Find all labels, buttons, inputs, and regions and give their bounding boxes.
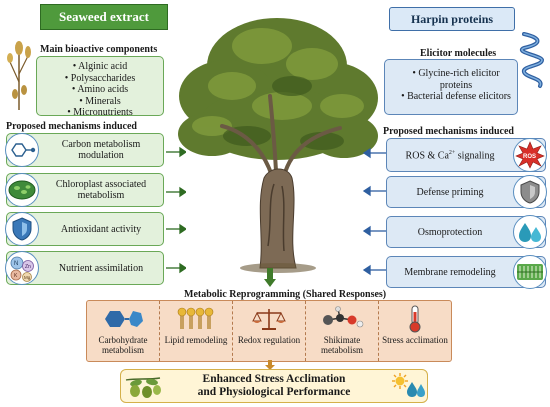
shared-responses-heading: Metabolic Reprogramming (Shared Response… — [184, 289, 387, 300]
shared-item-shikimate: Shikimate metabolism — [306, 301, 379, 361]
svg-text:N: N — [14, 261, 18, 267]
component-item: Amino acids — [37, 84, 163, 96]
shikimate-molecule-icon — [320, 305, 364, 333]
olive-tree-illustration — [178, 18, 378, 273]
svg-text:Zn: Zn — [25, 264, 31, 270]
components-box: Alginic acid Polysaccharides Amino acids… — [36, 56, 164, 119]
mechanism-osmoprotection: Osmoprotection — [386, 215, 547, 249]
protein-ribbon-icon — [519, 32, 545, 88]
shared-item-label: Carbohydrate metabolism — [98, 335, 148, 355]
mechanism-label: ROS & Ca2+ signaling — [405, 150, 495, 162]
svg-text:Mg: Mg — [24, 275, 31, 280]
carbohydrate-icon — [101, 305, 145, 333]
mechanism-ros-signaling: ROS & Ca2+ signaling ROS — [386, 138, 547, 172]
seaweed-extract-title: Seaweed extract — [40, 4, 168, 30]
elicitor-box: Glycine-rich elicitor proteins Bacterial… — [384, 59, 518, 115]
mechanism-label: Antioxidant activity — [60, 223, 142, 235]
mechanism-carbon-metabolism: Carbon metabolism modulation — [5, 133, 164, 167]
thermometer-icon — [393, 305, 437, 333]
elicitor-list: Glycine-rich elicitor proteins Bacterial… — [385, 60, 517, 103]
elicitor-item: Glycine-rich elicitor proteins — [399, 68, 513, 91]
right-mechanisms-heading: Proposed mechanisms induced — [383, 126, 514, 137]
mechanism-defense-priming: Defense priming — [386, 175, 547, 209]
component-item: Minerals — [37, 96, 163, 108]
component-item: Polysaccharides — [37, 73, 163, 85]
elicitor-heading: Elicitor molecules — [420, 48, 497, 59]
elicitor-item: Bacterial defense elicitors — [399, 91, 513, 103]
outcome-line-1: Enhanced Stress Acclimation — [202, 373, 346, 385]
chloroplast-icon — [5, 173, 39, 207]
shield-icon — [5, 212, 39, 246]
shared-item-carbohydrate: Carbohydrate metabolism — [87, 301, 160, 361]
olives-icon — [125, 377, 161, 398]
shared-item-label: Stress acclimation — [382, 335, 448, 345]
shared-down-arrow — [265, 360, 275, 370]
left-arrows — [166, 146, 186, 274]
nutrient-spheres-icon: N Zn K Mg — [5, 251, 39, 285]
harpin-proteins-title: Harpin proteins — [389, 7, 515, 31]
mechanism-label: Membrane remodeling — [404, 266, 496, 278]
shield-icon — [513, 175, 547, 209]
shared-item-stress: Stress acclimation — [379, 301, 451, 361]
membrane-icon — [513, 255, 547, 289]
svg-text:ROS: ROS — [523, 154, 536, 160]
right-arrows — [362, 147, 386, 276]
tree-down-arrow — [264, 268, 276, 287]
components-list: Alginic acid Polysaccharides Amino acids… — [37, 57, 163, 119]
shared-item-label: Redox regulation — [237, 335, 301, 345]
shared-item-label: Shikimate metabolism — [321, 335, 363, 355]
seaweed-plant-icon — [7, 41, 31, 110]
shared-item-redox: Redox regulation — [233, 301, 306, 361]
molecule-icon — [5, 133, 39, 167]
mechanism-label: Nutrient assimilation — [58, 262, 144, 274]
ros-burst-icon: ROS — [513, 138, 547, 172]
components-heading: Main bioactive components — [40, 44, 158, 55]
water-drops-icon — [513, 215, 547, 249]
outcome-line-2: and Physiological Performance — [197, 386, 351, 398]
component-item: Alginic acid — [37, 61, 163, 73]
left-mechanisms-heading: Proposed mechanisms induced — [6, 121, 137, 132]
outcome-box: Enhanced Stress Acclimation and Physiolo… — [120, 369, 428, 403]
mechanism-antioxidant: Antioxidant activity — [5, 212, 164, 246]
shared-item-label: Lipid remodeling — [164, 335, 228, 345]
component-item: Micronutrients — [37, 107, 163, 119]
mechanism-membrane-remodeling: Membrane remodeling — [386, 255, 547, 289]
mechanism-label: Carbon metabolism modulation — [61, 139, 141, 161]
mechanism-label: Osmoprotection — [417, 226, 483, 238]
balance-scale-icon — [247, 305, 291, 333]
lipid-icon — [174, 305, 218, 333]
mechanism-chloroplast: Chloroplast associated metabolism — [5, 173, 164, 207]
sun-and-drops-icon — [392, 373, 425, 397]
mechanism-nutrient-assimilation: N Zn K Mg Nutrient assimilation — [5, 251, 164, 285]
shared-responses-box: Carbohydrate metabolism Lipid remodeling — [86, 300, 452, 362]
mechanism-label: Defense priming — [416, 186, 484, 198]
mechanism-label: Chloroplast associated metabolism — [55, 179, 147, 201]
shared-item-lipid: Lipid remodeling — [160, 301, 233, 361]
svg-text:K: K — [14, 273, 18, 279]
